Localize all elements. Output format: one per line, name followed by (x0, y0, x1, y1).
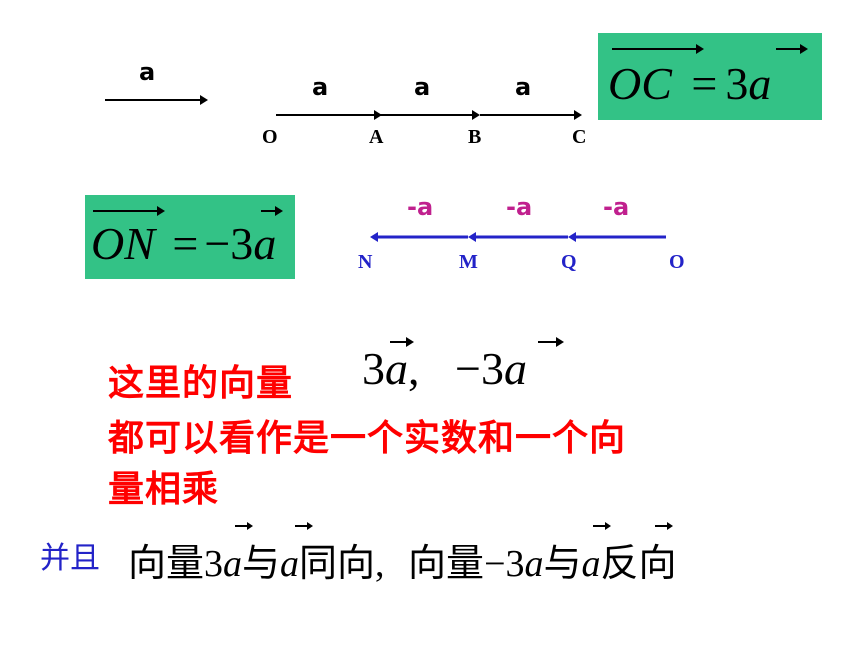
vector-chain-oc (276, 110, 582, 120)
coef-neg3: −3 (455, 343, 504, 394)
conclusion-vector-arrows (235, 522, 673, 530)
lhs-oc: OC (608, 58, 672, 109)
segment-mq-label: -a (506, 193, 533, 221)
segment-oa-label: a (312, 73, 329, 101)
same-direction: 同向, (299, 543, 385, 585)
vector-arrows-oc (612, 44, 808, 54)
equation-box-on: ON =−3a (85, 195, 295, 279)
coef-neg3: −3 (204, 218, 254, 269)
conclusion-line: 向量3a与a同向, 向量−3a与a反向 (128, 532, 677, 587)
equals-sign: = (691, 58, 718, 109)
statement-vector-arrows (390, 337, 564, 347)
coef-3: 3 (362, 343, 385, 394)
var-a: a (748, 58, 772, 109)
conclusion-label: 并且 (40, 541, 100, 576)
point-a: A (369, 126, 384, 148)
opposite-direction: 反向 (600, 543, 677, 585)
vector-a-label: a (139, 58, 156, 86)
statement-line2: 都可以看作是一个实数和一个向 (108, 418, 627, 459)
point-m: M (459, 251, 478, 273)
vector-chain-on (370, 232, 666, 242)
point-o-2: O (669, 251, 685, 273)
equation-box-oc: OC =3a (598, 33, 822, 120)
segment-ab-label: a (414, 73, 431, 101)
var-a: a (385, 343, 408, 394)
point-n: N (358, 251, 373, 273)
segment-bc-label: a (515, 73, 532, 101)
lhs-on: ON (91, 218, 155, 269)
comma: , (408, 343, 420, 394)
point-q: Q (561, 251, 577, 273)
equation-oc: OC =3a (608, 57, 771, 110)
point-o: O (262, 126, 278, 148)
statement-math: 3a, −3a (362, 342, 527, 395)
conclusion-part2: 向量 (408, 543, 485, 585)
var-a: a (524, 543, 544, 585)
var-a: a (581, 543, 601, 585)
coef-3: 3 (725, 58, 749, 109)
conclusion-part1: 向量 (128, 543, 205, 585)
segment-qo-label: -a (603, 193, 630, 221)
equals-sign: = (172, 218, 199, 269)
equation-on: ON =−3a (91, 217, 276, 270)
word-with: 与 (242, 543, 281, 585)
coef-neg3: −3 (484, 543, 525, 585)
var-a: a (253, 218, 277, 269)
point-c: C (572, 126, 587, 148)
var-a: a (503, 343, 527, 394)
word-with: 与 (543, 543, 582, 585)
var-a: a (280, 543, 300, 585)
var-a: a (223, 543, 243, 585)
segment-nm-label: -a (407, 193, 434, 221)
point-b: B (468, 126, 482, 148)
coef-3: 3 (204, 543, 224, 585)
statement-line3: 量相乘 (108, 469, 220, 510)
vector-a-arrow (105, 95, 208, 105)
statement-line1-text: 这里的向量 (108, 363, 294, 404)
vector-arrows-on (93, 206, 283, 216)
